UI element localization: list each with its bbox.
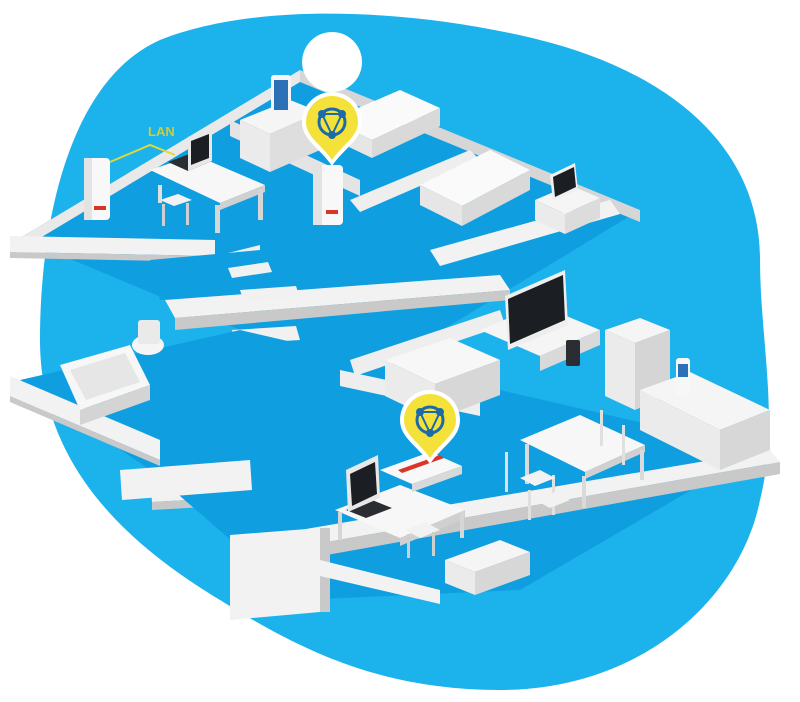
- monitor-upper: [550, 163, 578, 201]
- repeater-upper-center: [313, 165, 343, 225]
- laptop-upper: [168, 128, 212, 171]
- toilet: [132, 320, 164, 355]
- cabinet-lower: [445, 540, 530, 595]
- cordless-phone: [676, 358, 690, 396]
- dining-table: [520, 415, 645, 508]
- cabinet-upper-right: [535, 185, 600, 234]
- bed-upper-right: [420, 150, 530, 226]
- chair-lower: [405, 522, 440, 558]
- bathtub: [60, 345, 150, 425]
- dining-chairs: [505, 410, 625, 520]
- mesh-marker-lower: [400, 390, 460, 464]
- kitchen-counter: [640, 372, 770, 470]
- laptop-lower: [346, 455, 392, 518]
- chair-upper: [158, 185, 192, 226]
- mesh-network-icon: [415, 405, 445, 437]
- powerline-adapter-upper-left: [84, 158, 110, 220]
- lan-label: LAN: [148, 124, 175, 139]
- lan-connection: LAN: [109, 124, 176, 163]
- speaker: [566, 340, 580, 366]
- tablet-device: [271, 75, 291, 115]
- mesh-marker-upper: [302, 32, 363, 166]
- desk-upper: [150, 155, 265, 233]
- mesh-network-icon: [317, 107, 347, 139]
- television: [505, 270, 568, 350]
